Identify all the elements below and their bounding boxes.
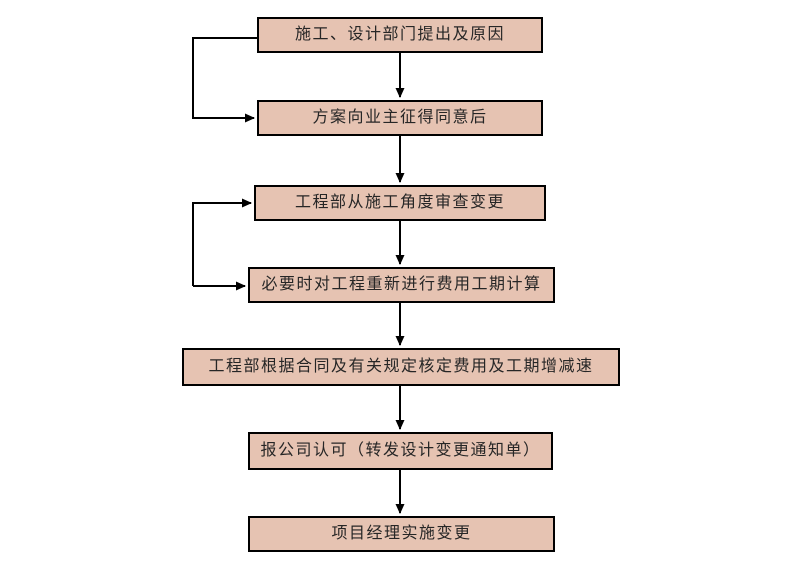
flow-node-verify-cost-schedule-change: 工程部根据合同及有关规定核定费用及工期增减速 (182, 348, 620, 386)
flow-node-proposal: 施工、设计部门提出及原因 (257, 17, 543, 53)
arrow-left-bracket-into-node3 (192, 198, 252, 286)
flow-node-engineering-review: 工程部从施工角度审查变更 (254, 185, 546, 221)
arrow-node1-node2-left-elbow (192, 37, 257, 123)
flow-node-recalculate-cost-schedule: 必要时对工程重新进行费用工期计算 (248, 267, 555, 303)
flow-node-manager-implement: 项目经理实施变更 (248, 516, 555, 552)
flow-node-company-approval: 报公司认可（转发设计变更通知单） (248, 432, 553, 470)
flow-node-owner-consent: 方案向业主征得同意后 (257, 100, 543, 136)
